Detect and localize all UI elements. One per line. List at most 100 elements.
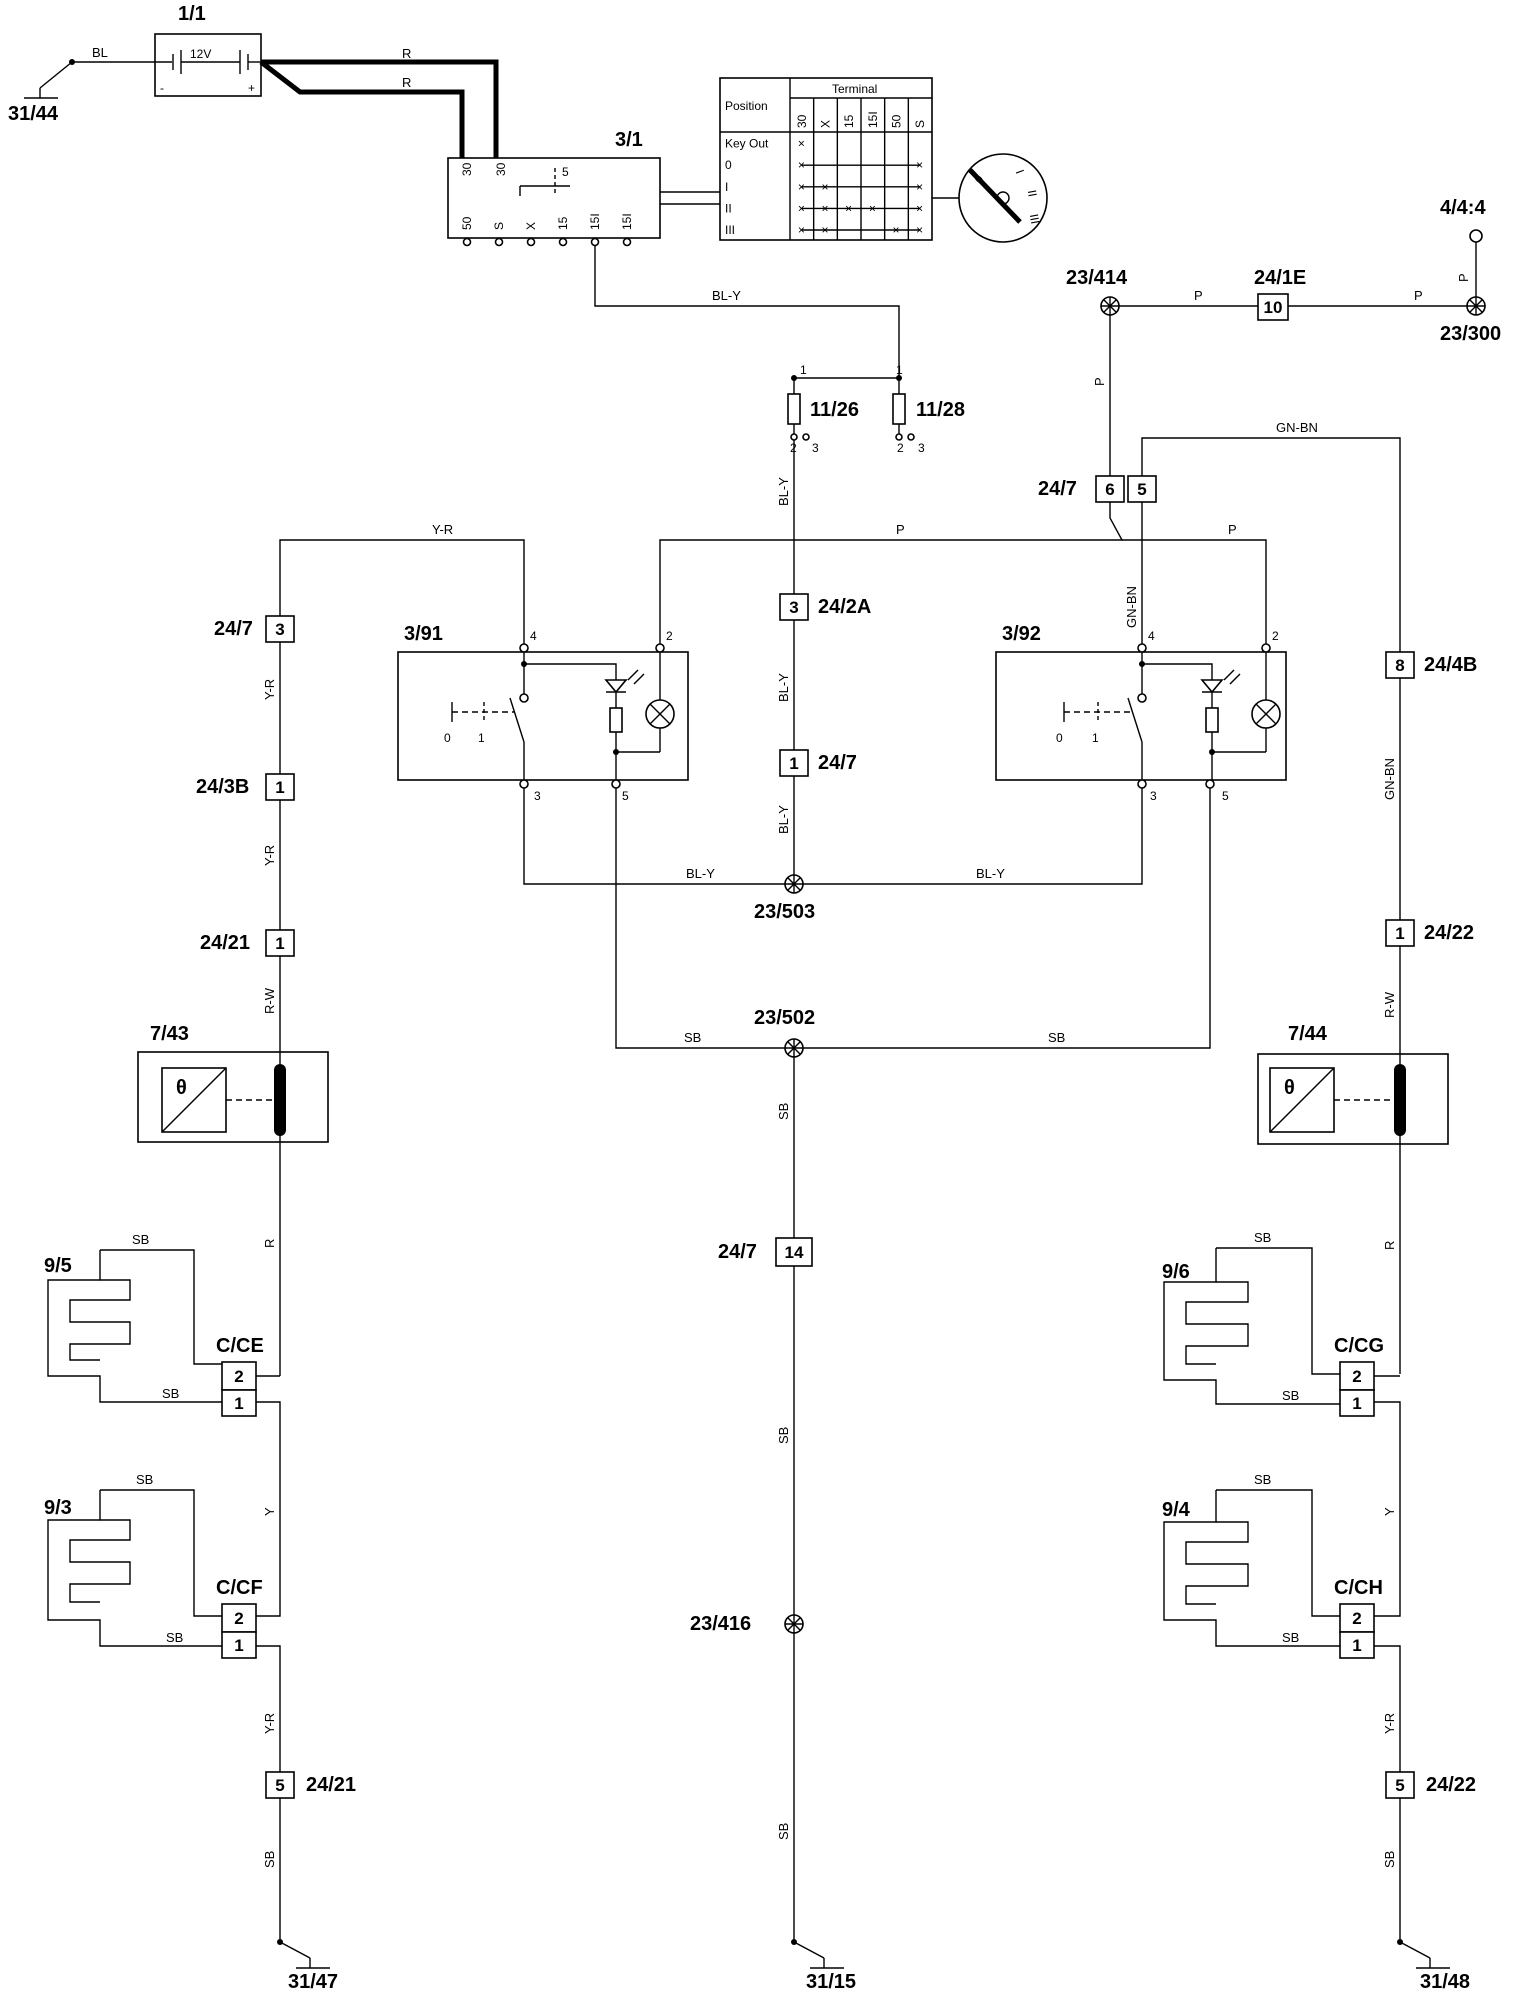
wire-label: BL-Y [976,866,1005,881]
fuse-id: 11/26 [810,399,859,421]
connector-label: 24/22 [1424,922,1474,944]
pin-number: 14 [785,1243,804,1262]
table-mark: × [798,158,805,172]
wire-label: SB [132,1232,149,1247]
terminal-label: 50 [460,216,474,230]
wire-label: R [402,75,411,90]
wire-label: SB [1254,1230,1271,1245]
wire-label: SB [776,1103,791,1120]
table-terminal-5: S [913,120,927,128]
wire-label: BL-Y [776,673,791,702]
terminal-label: X [524,222,538,230]
splice-23-416: 23/416 [690,1613,804,1635]
pin-number: 1 [1352,1394,1361,1413]
wire-label: BL-Y [776,477,791,506]
heater-9-3: 9/3 SB SB [44,1472,222,1647]
terminal-label: 30 [494,162,508,176]
ignition-switch: 3/1 30 30 5 50 S X 15 15I 15I [447,129,720,247]
wire-label: Y-R [262,845,277,866]
switch-3-91: 3/91 4 2 3 5 0 1 [397,623,689,803]
wire-label: SB [1282,1630,1299,1645]
pin-number: 8 [1395,656,1404,675]
wire-label: SB [1382,1851,1397,1868]
key-dial: 0 I II III [932,153,1048,243]
battery: 1/1 12V - + [154,3,262,97]
wire-label: SB [136,1472,153,1487]
pin-number: 2 [1352,1367,1361,1386]
wire-label: SB [1048,1030,1065,1045]
pos-label: 0 [1056,731,1063,745]
thermostat-id: 7/43 [150,1023,189,1045]
wire-label: R [1382,1241,1397,1250]
connector-label: 24/21 [200,932,250,954]
pin-number: 1 [789,754,798,773]
table-mark: × [798,180,805,194]
battery-id: 1/1 [178,3,206,25]
fuse-11-28: 1 2 3 11/28 [892,363,965,455]
ground-label: 31/47 [288,1971,338,1993]
thermostat-7-44: 7/44 θ [1257,1023,1449,1145]
thermostat-7-43: 7/43 θ [137,1023,329,1143]
wire-label: P [1228,522,1237,537]
wire-label: GN-BN [1382,758,1397,800]
pin-label: 5 [622,789,629,803]
pin-number: 3 [789,598,798,617]
splice-label: 23/416 [690,1613,751,1635]
connector-label: C/CF [216,1577,263,1599]
connector-label: 24/7 [818,752,857,774]
wire-label: BL-Y [686,866,715,881]
pin-number: 10 [1264,298,1283,317]
ground-label: 31/48 [1420,1971,1470,1993]
splice-label: 23/502 [754,1007,815,1029]
battery-voltage: 12V [190,47,211,61]
wire-label: P [1194,288,1203,303]
thermostat-id: 7/44 [1288,1023,1328,1045]
terminal-label: 5 [562,165,569,179]
connector-label: 24/7 [214,618,253,640]
key-pos: I [1013,168,1027,176]
wire-label: P [1456,273,1471,282]
table-mark: × [798,223,805,237]
pin-number: 5 [1395,1776,1404,1795]
pin-number: 5 [275,1776,284,1795]
splice-label: 23/414 [1066,267,1128,289]
fuse-id: 11/28 [916,399,965,421]
pos-label: 0 [444,731,451,745]
wire-label: Y [1382,1507,1397,1516]
wire-label: R [402,46,411,61]
terminal-label: 15I [620,213,634,230]
heater-id: 9/3 [44,1497,72,1519]
wire-label: SB [1282,1388,1299,1403]
switch-id: 3/92 [1002,623,1041,645]
connector-label: 24/21 [306,1774,356,1796]
wire-label: R [262,1239,277,1248]
table-terminal-0: 30 [795,114,809,128]
splice-label: 23/503 [754,901,815,923]
wire-label: Y [262,1507,277,1516]
wire-label: SB [684,1030,701,1045]
table-terminal-3: 15I [866,111,880,128]
ground-31-48: 31/48 [1397,1939,1470,1993]
splice-23-414: 23/414 [1066,267,1128,316]
connector-24-7-1: 1 24/7 [779,749,857,777]
wire-label: SB [162,1386,179,1401]
wire-label: Y-R [262,1713,277,1734]
pin-number: 2 [1352,1609,1361,1628]
pin-label: 2 [666,629,673,643]
heater-9-6: 9/6 SB SB [1162,1230,1340,1405]
pin-label: 5 [1222,789,1229,803]
wire-label: GN-BN [1276,420,1318,435]
fuse-pin: 1 [896,363,903,377]
wire-label: SB [262,1851,277,1868]
wire-label: Y-R [432,522,453,537]
fuse-pin: 1 [800,363,807,377]
connector-label: C/CE [216,1335,264,1357]
pin-label: 3 [534,789,541,803]
pin-number: 1 [275,934,284,953]
connector-24-7-14: 14 24/7 [718,1237,813,1267]
connector-label: 24/3B [196,776,249,798]
heater-id: 9/5 [44,1255,72,1277]
wire-label: BL [92,45,108,60]
